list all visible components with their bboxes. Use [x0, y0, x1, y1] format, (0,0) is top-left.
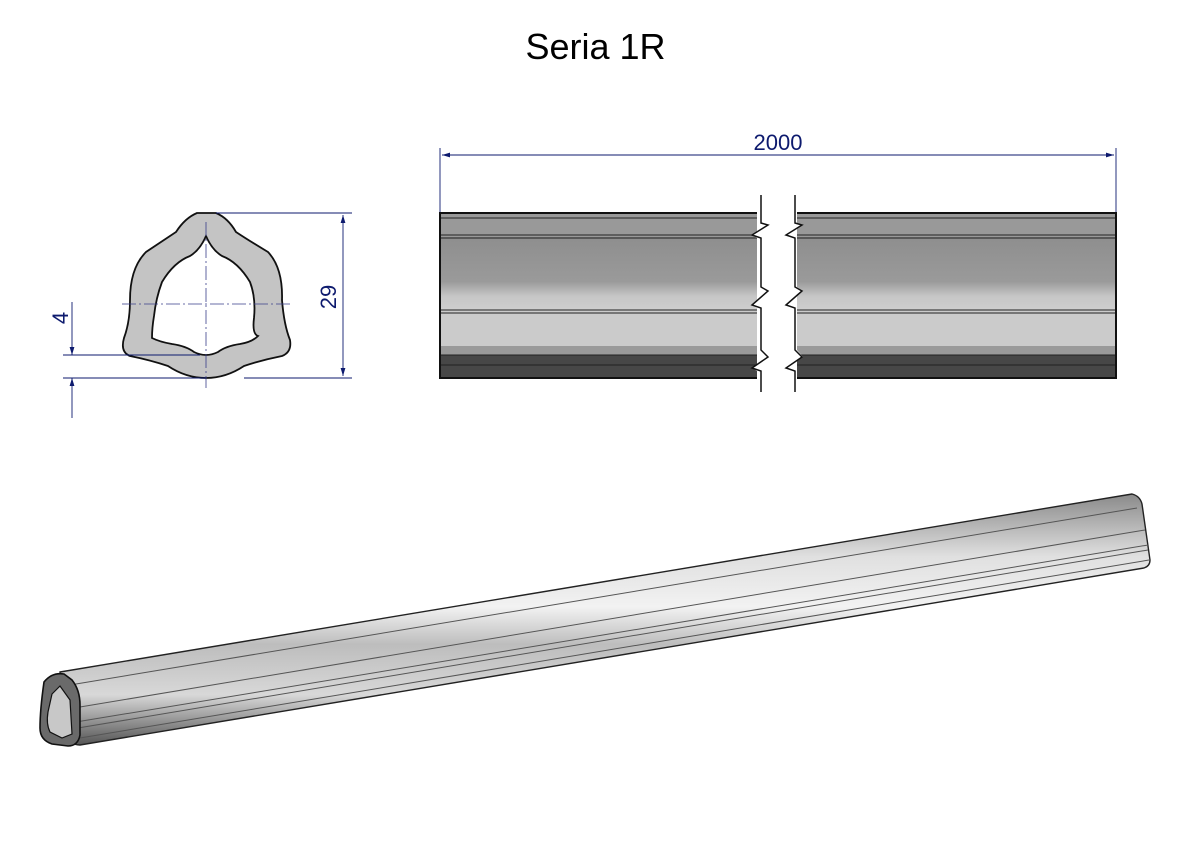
height-dimension [216, 212, 352, 379]
wall-dimension-label: 4 [48, 312, 73, 324]
side-view: 2000 [439, 130, 1117, 392]
break-symbol [750, 195, 804, 392]
drawing-title: Seria 1R [525, 26, 666, 67]
side-view-left-segment [440, 213, 757, 378]
rod-end-hole [46, 685, 73, 739]
side-view-right-segment [797, 213, 1116, 378]
section-profile [121, 212, 292, 379]
center-lines [122, 222, 290, 388]
side-view-edges [440, 217, 1116, 366]
rod-edges [69, 507, 1150, 739]
wall-dimension [63, 302, 206, 418]
height-dimension-label: 29 [316, 285, 341, 309]
length-dimension-label: 2000 [754, 130, 803, 155]
perspective-view [39, 493, 1151, 747]
length-dimension [439, 148, 1117, 213]
cross-section-view: 29 4 [48, 212, 352, 418]
